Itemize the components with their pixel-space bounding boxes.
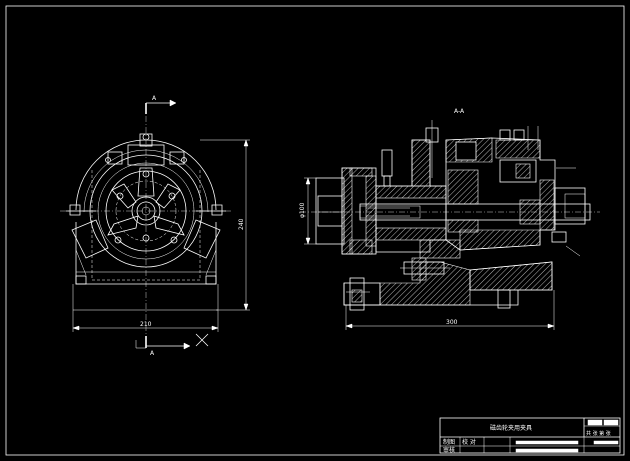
dim-front-height: 240	[200, 139, 250, 311]
jaw-fingers	[107, 167, 185, 236]
left-jaw	[71, 219, 109, 259]
title-row-checked: 审核	[443, 446, 455, 454]
title-row-drawn: 制图	[443, 438, 455, 446]
bolt-holes	[105, 157, 187, 244]
title-sheet-marks: 共 张 第 张	[586, 430, 611, 437]
dim-front-width-text: 210	[140, 321, 152, 328]
title-drawing-name: 磁齿轮夹用夹具	[490, 424, 532, 432]
title-block-frame	[439, 417, 621, 454]
dim-front-width: 210	[72, 284, 219, 332]
title-row-drawn-2: 校 对	[462, 438, 476, 446]
right-jaw	[183, 219, 221, 259]
section-arrow-bottom: A	[135, 336, 191, 357]
top-clamp	[127, 144, 165, 166]
section-letter-top: A	[152, 95, 157, 102]
center-bore	[131, 196, 161, 226]
dim-section-diameter: φ100	[299, 177, 316, 245]
drawing-border	[5, 5, 625, 456]
section-view-title: A-A	[454, 108, 465, 115]
base-block	[75, 222, 217, 285]
right-cap	[554, 187, 586, 225]
left-stub	[315, 177, 345, 245]
front-view: A	[60, 95, 250, 357]
title-block: 磁齿轮夹用夹具 制图 校 对 审核 共 张 第 张	[439, 417, 621, 454]
cross-mark	[195, 333, 209, 347]
base-wedge	[469, 261, 553, 291]
dim-section-diameter-text: φ100	[299, 202, 306, 218]
section-letter-bottom: A	[150, 350, 155, 357]
dim-section-length: 300	[345, 290, 555, 330]
dim-front-height-text: 240	[238, 218, 245, 230]
section-view: A-A φ100	[299, 108, 600, 330]
section-arrow-top: A	[145, 95, 177, 114]
dim-section-length-text: 300	[446, 319, 458, 326]
